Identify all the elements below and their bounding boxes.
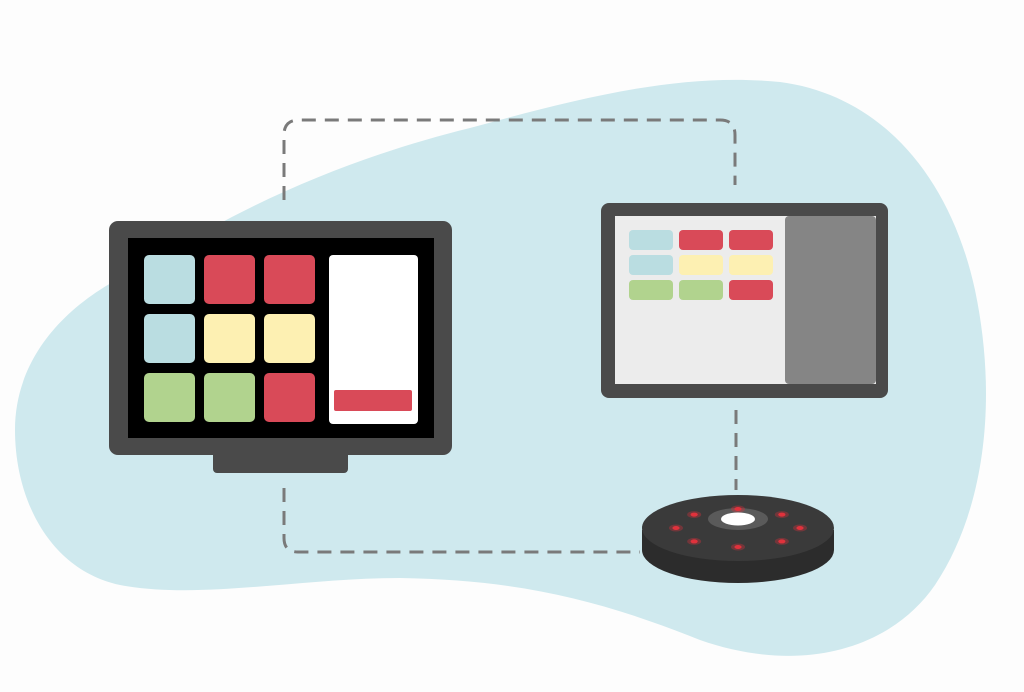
pager-light [734,545,742,549]
pos-order-panel [329,255,418,424]
display-tile-red [729,230,773,250]
display-tile-red [729,280,773,300]
connector-pos-to-display [282,118,737,200]
pos-tile-red [264,373,315,422]
pager-light [734,507,742,511]
pager-center-button [721,512,755,526]
display-tile-yellow [679,255,723,275]
pos-pay-button [334,390,412,411]
order-display-tile-grid [629,230,773,300]
pos-tile-green [204,373,255,422]
display-tile-red [679,230,723,250]
pager-light [690,539,698,544]
pager-lights [669,505,807,551]
display-tile-yellow [729,255,773,275]
pos-tile-red [204,255,255,304]
pos-tile-blue [144,314,195,363]
pager-light [778,512,786,517]
order-display [601,203,888,398]
pos-tile-yellow [204,314,255,363]
pager-light [796,526,804,530]
order-display-side-panel [785,216,876,384]
pager-light [672,526,680,530]
display-tile-green [629,280,673,300]
pos-terminal [109,221,452,473]
guest-pager [642,495,834,583]
display-tile-green [679,280,723,300]
display-tile-blue [629,255,673,275]
pos-terminal-tile-grid [144,255,315,422]
pager-light [690,512,698,517]
pos-tile-yellow [264,314,315,363]
pos-tile-green [144,373,195,422]
connector-pos-to-pager [282,488,640,554]
display-tile-blue [629,230,673,250]
pos-tile-blue [144,255,195,304]
pager-light [778,539,786,544]
pos-tile-red [264,255,315,304]
dashed-connectors [282,118,738,554]
